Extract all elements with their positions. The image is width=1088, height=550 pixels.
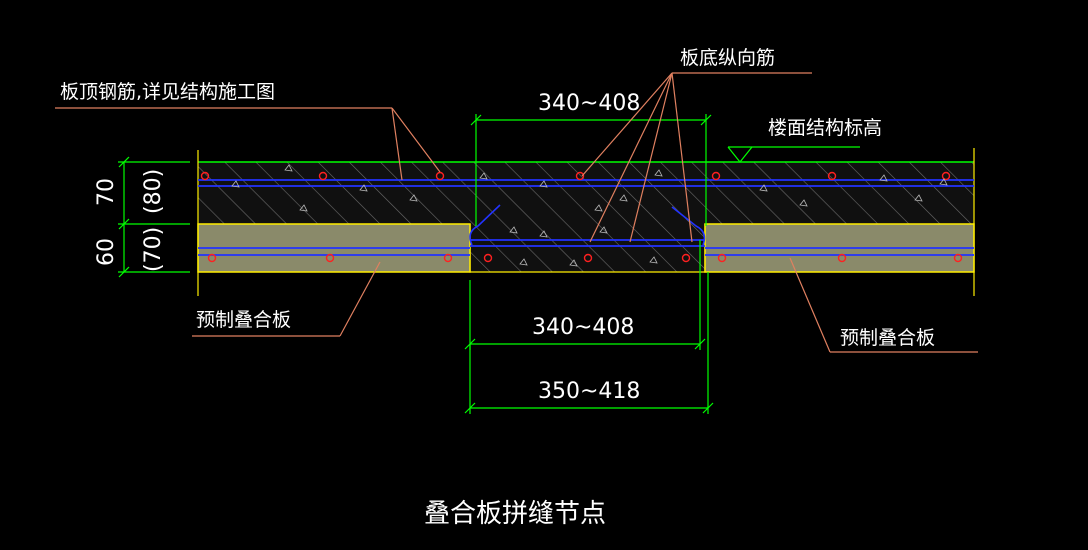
dim-mid-span: 340~408 (532, 315, 634, 340)
top-rebar-lines (198, 179, 974, 187)
label-precast-left: 预制叠合板 (196, 309, 291, 331)
joint-infill (469, 224, 706, 273)
label-bottom-long-rebar: 板底纵向筋 (680, 47, 775, 69)
label-floor-elevation: 楼面结构标高 (768, 117, 882, 139)
aggregate-marks (231, 164, 948, 267)
dimension-lines (118, 114, 860, 414)
dim-topping-thickness: 70 (94, 178, 119, 206)
dim-precast-thickness-alt: (70) (141, 227, 166, 272)
label-precast-right: 预制叠合板 (840, 327, 935, 349)
dim-topping-thickness-alt: (80) (141, 169, 166, 214)
leader-lines (55, 72, 978, 353)
label-top-rebar: 板顶钢筋,详见结构施工图 (60, 81, 275, 103)
rebar-dots (200, 171, 963, 263)
drawing-title: 叠合板拼缝节点 (424, 499, 606, 529)
dim-top-span: 340~408 (538, 91, 640, 116)
dim-precast-thickness: 60 (94, 238, 119, 266)
dim-bottom-span: 350~418 (538, 379, 640, 404)
rebar-hooks (469, 204, 706, 246)
